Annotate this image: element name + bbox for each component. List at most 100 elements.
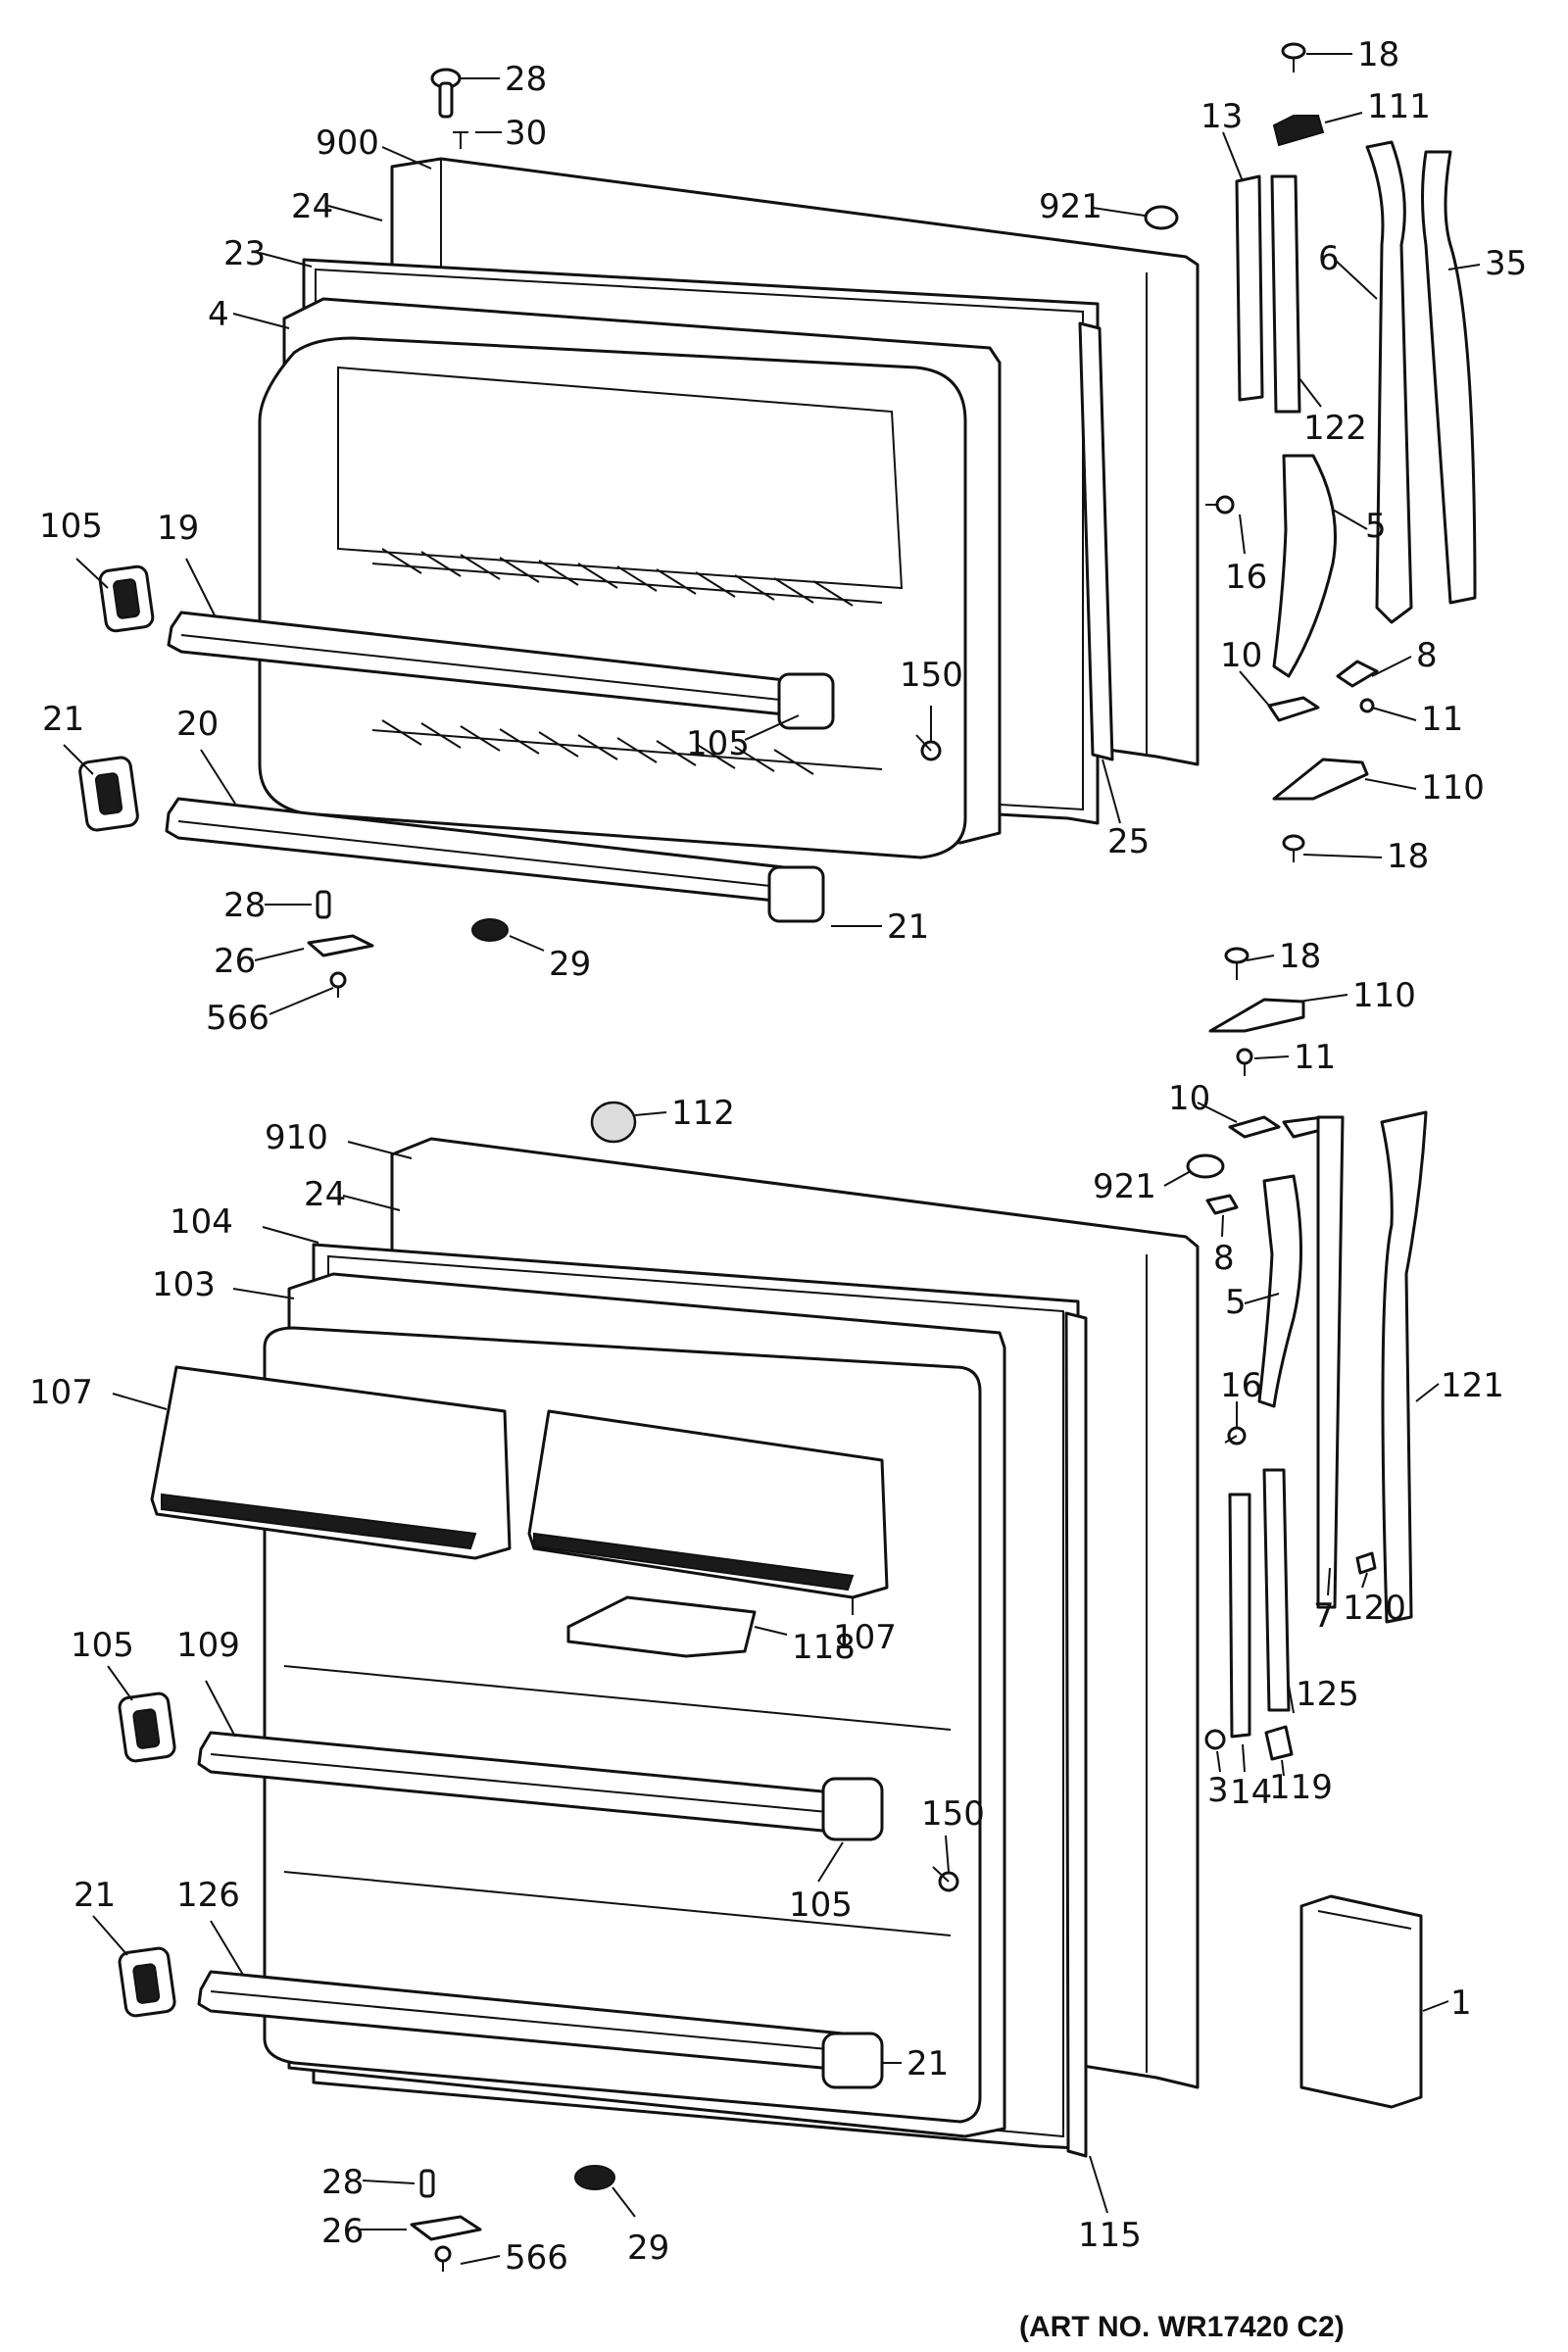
- label-105: 105: [789, 1886, 853, 1925]
- label-921: 921: [1039, 187, 1102, 226]
- label-35: 35: [1485, 244, 1527, 283]
- label-26: 26: [321, 2212, 364, 2251]
- bar-122: [1270, 174, 1301, 414]
- side-strip-25: [1078, 321, 1114, 761]
- label-11: 11: [1294, 1038, 1336, 1077]
- label-107: 107: [833, 1618, 897, 1657]
- label-23: 23: [223, 234, 266, 273]
- bar-13: [1235, 174, 1264, 402]
- label-107: 107: [29, 1373, 93, 1412]
- label-125: 125: [1296, 1675, 1359, 1714]
- label-28: 28: [223, 886, 266, 925]
- end-cap-105-right-lower: [821, 1777, 884, 1841]
- label-18: 18: [1387, 837, 1429, 876]
- label-16: 16: [1220, 1366, 1262, 1405]
- trim-35: [1421, 150, 1477, 605]
- label-1: 1: [1450, 1984, 1472, 2023]
- handle-5-lower: [1257, 1174, 1302, 1408]
- label-26: 26: [214, 942, 256, 981]
- callout-labels-lower-hardware: 18 110 11 10 921 8 5 16 121 120 7 125 3 …: [1093, 937, 1504, 2023]
- screw-11-lower: [1236, 1048, 1253, 1076]
- bar-125: [1262, 1468, 1291, 1712]
- label-24: 24: [291, 187, 333, 226]
- trim-6: [1365, 140, 1413, 624]
- label-24: 24: [304, 1175, 346, 1214]
- label-921: 921: [1093, 1167, 1156, 1206]
- label-566: 566: [206, 999, 270, 1038]
- bracket-8-lower: [1205, 1194, 1239, 1215]
- label-120: 120: [1343, 1589, 1406, 1628]
- plug-921: [1144, 205, 1179, 230]
- screw-18-lower: [1224, 947, 1250, 980]
- screw-566: [329, 971, 347, 998]
- label-18: 18: [1279, 937, 1321, 976]
- label-6: 6: [1318, 239, 1340, 278]
- label-5: 5: [1365, 507, 1387, 546]
- pin-28-lower: [316, 890, 331, 919]
- label-14: 14: [1230, 1773, 1272, 1812]
- screw-16-lower: [1224, 1426, 1247, 1446]
- label-7: 7: [1313, 1596, 1335, 1636]
- clip-119: [1264, 1725, 1294, 1761]
- trim-121: [1380, 1110, 1428, 1624]
- screw-11-upper: [1359, 698, 1375, 713]
- label-10: 10: [1220, 636, 1262, 675]
- label-5: 5: [1225, 1283, 1247, 1322]
- label-20: 20: [176, 705, 219, 744]
- label-111: 111: [1367, 87, 1431, 126]
- label-103: 103: [152, 1265, 216, 1304]
- callout-labels-upper-door: 28 30 900 24 23 4 921 105 19 105 150 21 …: [39, 60, 1150, 1038]
- freezer-door-assembly: [78, 68, 1200, 998]
- shelf-ribs-upper: [371, 548, 883, 775]
- label-121: 121: [1441, 1366, 1504, 1405]
- label-122: 122: [1303, 409, 1367, 448]
- manual-1: [1299, 1894, 1423, 2109]
- handle-5-upper: [1272, 454, 1337, 678]
- hinge-plate-26-bottom: [410, 2215, 482, 2241]
- plug-921-lower: [1186, 1153, 1225, 1179]
- bar-14: [1228, 1493, 1251, 1739]
- label-4: 4: [208, 295, 229, 334]
- hinge-plate-26: [307, 934, 374, 957]
- label-104: 104: [170, 1202, 233, 1242]
- hinge-10-upper: [1267, 696, 1320, 722]
- trim-7: [1316, 1115, 1345, 1609]
- leader-lines: [63, 53, 1481, 2265]
- label-13: 13: [1200, 97, 1243, 136]
- screw-18-upper: [1282, 834, 1305, 862]
- label-115: 115: [1078, 2216, 1142, 2255]
- side-strip-115: [1064, 1311, 1088, 2158]
- screw-150: [915, 734, 942, 761]
- label-21: 21: [906, 2044, 949, 2083]
- label-21: 21: [42, 700, 84, 739]
- label-126: 126: [176, 1876, 240, 1915]
- freezer-hinge-hardware: [1205, 42, 1477, 862]
- label-112: 112: [671, 1094, 735, 1133]
- label-21: 21: [74, 1876, 116, 1915]
- nut-3: [1204, 1729, 1226, 1750]
- label-900: 900: [316, 123, 379, 163]
- label-8: 8: [1416, 636, 1438, 675]
- tray-118: [566, 1595, 757, 1658]
- label-25: 25: [1107, 822, 1150, 861]
- label-29: 29: [627, 2229, 669, 2268]
- label-18: 18: [1357, 35, 1399, 74]
- label-119: 119: [1269, 1768, 1333, 1807]
- label-11: 11: [1421, 700, 1463, 739]
- callout-labels-lower-door: 112 910 24 104 103 107 107 118 105 109 1…: [29, 1094, 1142, 2278]
- label-30: 30: [505, 114, 547, 153]
- label-105: 105: [686, 724, 750, 763]
- label-16: 16: [1225, 558, 1267, 597]
- bracket-8-upper: [1336, 660, 1379, 688]
- screw-120: [1355, 1551, 1377, 1575]
- label-8: 8: [1213, 1239, 1235, 1278]
- label-150: 150: [900, 656, 963, 695]
- screw-28: [430, 68, 462, 119]
- label-19: 19: [157, 509, 199, 548]
- screw-566-bottom: [434, 2245, 452, 2272]
- label-566: 566: [505, 2238, 568, 2278]
- end-cap-105-right: [777, 672, 835, 730]
- label-10: 10: [1168, 1079, 1210, 1118]
- liner-cavity: [258, 336, 967, 859]
